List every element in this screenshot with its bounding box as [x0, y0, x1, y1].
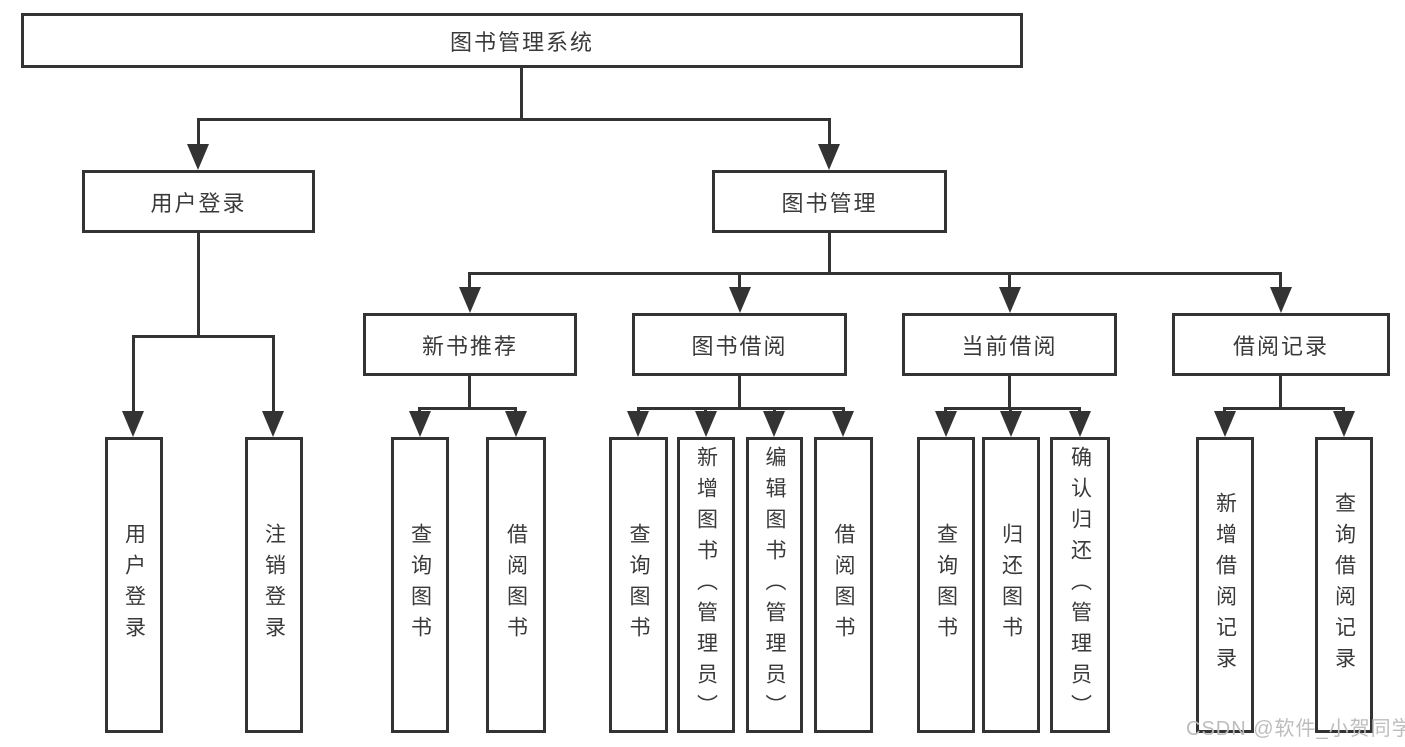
connector-drop-leaf: [514, 407, 517, 413]
leaf-logout: 注销登录: [245, 437, 303, 733]
leaf-confirm-return-admin: 确认归还（管理员）: [1050, 437, 1110, 733]
connector-drop-leaf: [1078, 407, 1081, 413]
connector-drop-leaf: [637, 407, 640, 413]
connector-drop-leaf: [704, 407, 707, 413]
connector-stem: [468, 376, 471, 407]
connector-stem: [738, 376, 741, 407]
arrowhead-down-icon: [505, 411, 527, 437]
arrowhead-down-icon: [1214, 411, 1236, 437]
leaf-label: 查询图书: [934, 523, 958, 647]
arrowhead-down-icon: [695, 411, 717, 437]
arrowhead-down-icon: [627, 411, 649, 437]
node-book-management: 图书管理: [712, 170, 947, 233]
connector-user-login-split: [132, 335, 275, 338]
arrowhead-down-icon: [1270, 287, 1292, 313]
csdn-watermark: CSDN @软件_小贺同学: [1186, 718, 1405, 740]
connector-drop-leaf: [132, 335, 135, 411]
connector-stem: [1008, 376, 1011, 407]
leaf-add-borrow-record: 新增借阅记录: [1196, 437, 1254, 733]
node-borrow-records: 借阅记录: [1172, 313, 1390, 376]
connector-drop-borrow-records: [1279, 272, 1282, 287]
leaf-label: 注销登录: [262, 523, 286, 647]
arrowhead-down-icon: [818, 144, 840, 170]
connector-split: [637, 407, 845, 410]
leaf-borrow-books: 借阅图书: [486, 437, 546, 733]
connector-drop-leaf: [1342, 407, 1345, 413]
connector-drop-leaf: [773, 407, 776, 413]
connector-split: [418, 407, 517, 410]
arrowhead-down-icon: [187, 144, 209, 170]
node-library-system: 图书管理系统: [21, 13, 1023, 68]
leaf-label: 新增图书（管理员）: [694, 445, 718, 725]
connector-drop-leaf: [1223, 407, 1226, 413]
connector-drop-book-mgmt: [828, 118, 831, 144]
arrowhead-down-icon: [999, 287, 1021, 313]
arrowhead-down-icon: [729, 287, 751, 313]
arrowhead-down-icon: [1333, 411, 1355, 437]
leaf-label: 借阅图书: [832, 523, 855, 647]
connector-stem: [1279, 376, 1282, 407]
leaf-add-book-admin: 新增图书（管理员）: [677, 437, 735, 733]
connector-drop-user-login: [197, 118, 200, 144]
arrowhead-down-icon: [1069, 411, 1091, 437]
arrowhead-down-icon: [122, 411, 144, 437]
leaf-label: 用户登录: [122, 523, 146, 647]
connector-drop-leaf: [842, 407, 845, 413]
node-user-login: 用户登录: [82, 170, 315, 233]
arrowhead-down-icon: [832, 411, 854, 437]
connector-root-stem: [520, 68, 523, 118]
leaf-label: 归还图书: [999, 523, 1023, 647]
connector-book-mgmt-stem: [828, 233, 831, 272]
connector-split: [1223, 407, 1345, 410]
arrowhead-down-icon: [935, 411, 957, 437]
leaf-query-books-2: 查询图书: [609, 437, 668, 733]
arrowhead-down-icon: [763, 411, 785, 437]
leaf-label: 编辑图书（管理员）: [763, 445, 786, 725]
connector-drop-current-borrow: [1008, 272, 1011, 287]
leaf-return-books: 归还图书: [982, 437, 1040, 733]
leaf-query-borrow-record: 查询借阅记录: [1315, 437, 1373, 733]
connector-root-split: [197, 118, 831, 121]
leaf-label: 查询图书: [627, 523, 650, 647]
connector-drop-new-book: [468, 272, 471, 287]
leaf-edit-book-admin: 编辑图书（管理员）: [746, 437, 803, 733]
leaf-borrow-books-2: 借阅图书: [814, 437, 873, 733]
leaf-query-books-3: 查询图书: [917, 437, 975, 733]
connector-drop-book-borrow: [738, 272, 741, 287]
arrowhead-down-icon: [262, 411, 284, 437]
connector-drop-leaf: [1009, 407, 1012, 413]
connector-drop-leaf: [944, 407, 947, 413]
arrowhead-down-icon: [1000, 411, 1022, 437]
connector-user-login-stem: [197, 233, 200, 335]
connector-drop-leaf: [272, 335, 275, 411]
arrowhead-down-icon: [459, 287, 481, 313]
leaf-label: 查询图书: [408, 523, 432, 647]
leaf-query-books: 查询图书: [391, 437, 449, 733]
leaf-label: 确认归还（管理员）: [1068, 445, 1092, 725]
leaf-user-login: 用户登录: [105, 437, 163, 733]
node-current-borrow: 当前借阅: [902, 313, 1117, 376]
leaf-label: 借阅图书: [504, 523, 528, 647]
connector-split: [944, 407, 1081, 410]
arrowhead-down-icon: [409, 411, 431, 437]
leaf-label: 新增借阅记录: [1213, 492, 1237, 678]
connector-book-mgmt-split: [468, 272, 1282, 275]
node-book-borrow: 图书借阅: [632, 313, 847, 376]
node-new-book-recommend: 新书推荐: [363, 313, 577, 376]
connector-drop-leaf: [418, 407, 421, 413]
leaf-label: 查询借阅记录: [1332, 492, 1356, 678]
